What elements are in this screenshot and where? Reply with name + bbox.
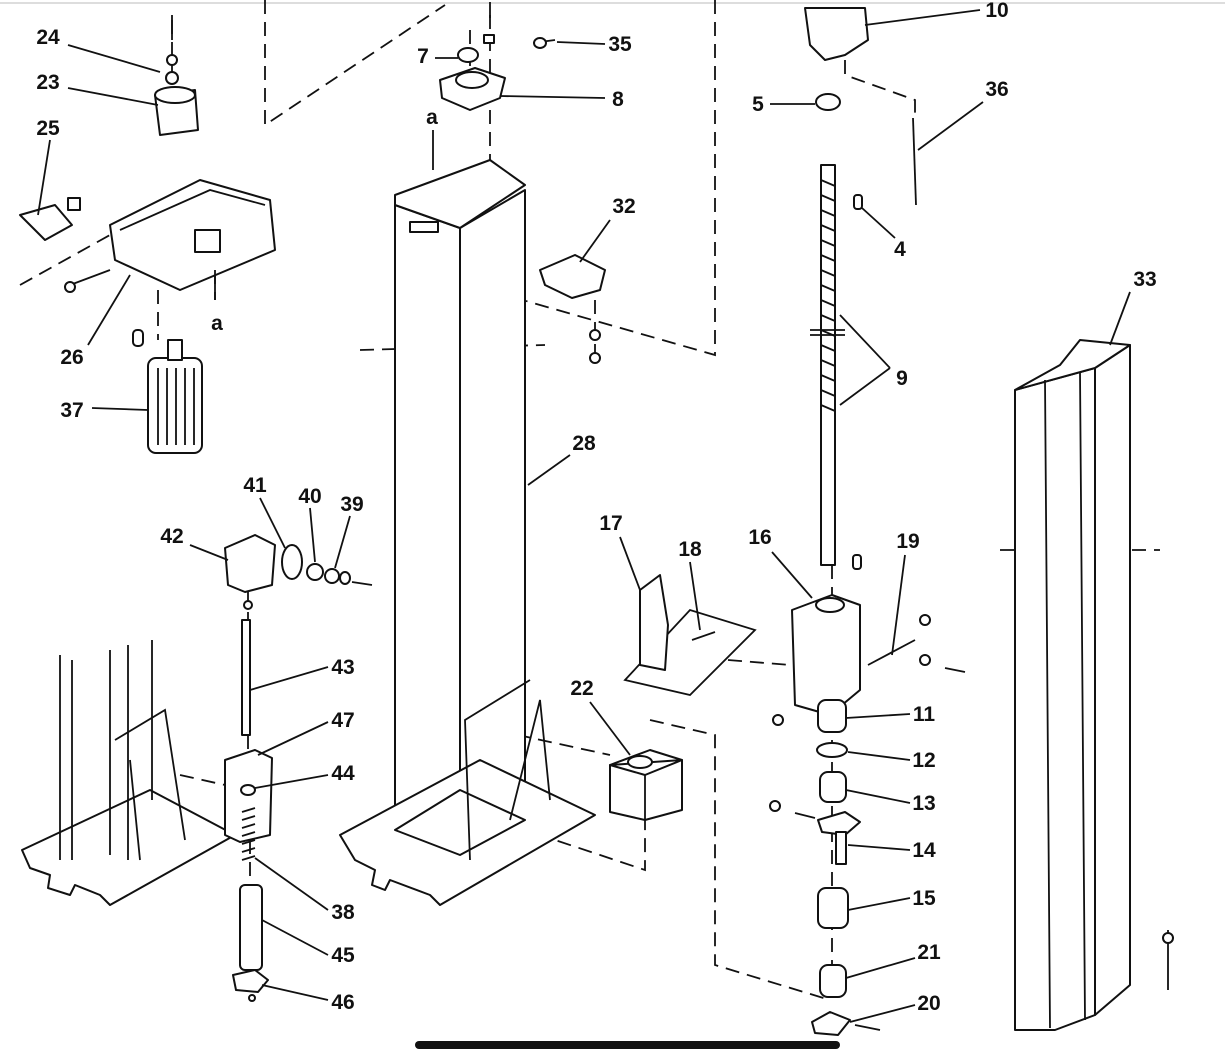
callout-9: 9 (896, 367, 908, 390)
callout-22: 22 (570, 677, 593, 700)
callout-10: 10 (985, 0, 1008, 22)
callout-39: 39 (340, 493, 363, 516)
callout-25: 25 (36, 117, 60, 140)
callout-14: 14 (912, 839, 936, 862)
callout-19: 19 (896, 530, 919, 553)
callout-45: 45 (331, 944, 355, 967)
callout-20: 20 (917, 992, 940, 1015)
callout-a: a (211, 312, 223, 335)
callout-labels: 24 23 25 26 37 a 7 35 8 a 32 10 5 36 4 9 33 28 41 40 39 42 17 1… (36, 0, 1156, 1015)
callout-7: 7 (417, 45, 429, 68)
callout-47: 47 (331, 709, 354, 732)
callout-12: 12 (912, 749, 935, 772)
callout-43: 43 (331, 656, 354, 679)
callout-32: 32 (612, 195, 635, 218)
nut-stack (769, 699, 881, 1036)
callout-24: 24 (36, 26, 60, 49)
callout-5: 5 (752, 93, 764, 116)
callout-21: 21 (917, 941, 941, 964)
callout-33: 33 (1133, 268, 1156, 291)
column-28 (339, 159, 596, 906)
partial-column-left (21, 640, 236, 906)
callout-38: 38 (331, 901, 355, 924)
top-divider (0, 2, 1225, 4)
nut-housing-assembly (639, 574, 966, 726)
leader-lines (37, 9, 1131, 1023)
callout-13: 13 (912, 792, 935, 815)
callout-a: a (426, 106, 438, 129)
block-22 (609, 749, 683, 821)
callout-42: 42 (160, 525, 183, 548)
top-bearing-parts (439, 2, 606, 364)
callout-41: 41 (243, 474, 267, 497)
callout-44: 44 (331, 762, 355, 785)
callout-8: 8 (612, 88, 624, 111)
callout-18: 18 (678, 538, 702, 561)
callout-37: 37 (60, 399, 83, 422)
callout-16: 16 (748, 526, 771, 549)
callout-40: 40 (298, 485, 321, 508)
callout-28: 28 (572, 432, 596, 455)
callout-46: 46 (331, 991, 354, 1014)
callout-11: 11 (913, 703, 936, 726)
motor-37 (147, 339, 203, 454)
construction-lines (19, 0, 1160, 1001)
home-indicator-bar[interactable] (415, 1041, 840, 1049)
lock-mechanism (224, 534, 373, 1002)
gearbox-assembly (19, 15, 276, 347)
lead-screw-assembly (804, 7, 917, 570)
callout-26: 26 (60, 346, 83, 369)
callout-15: 15 (912, 887, 936, 910)
callout-36: 36 (985, 78, 1008, 101)
callout-23: 23 (36, 71, 59, 94)
callout-17: 17 (599, 512, 622, 535)
callout-35: 35 (608, 33, 632, 56)
callout-4: 4 (894, 238, 906, 261)
column-33 (1014, 339, 1174, 1031)
